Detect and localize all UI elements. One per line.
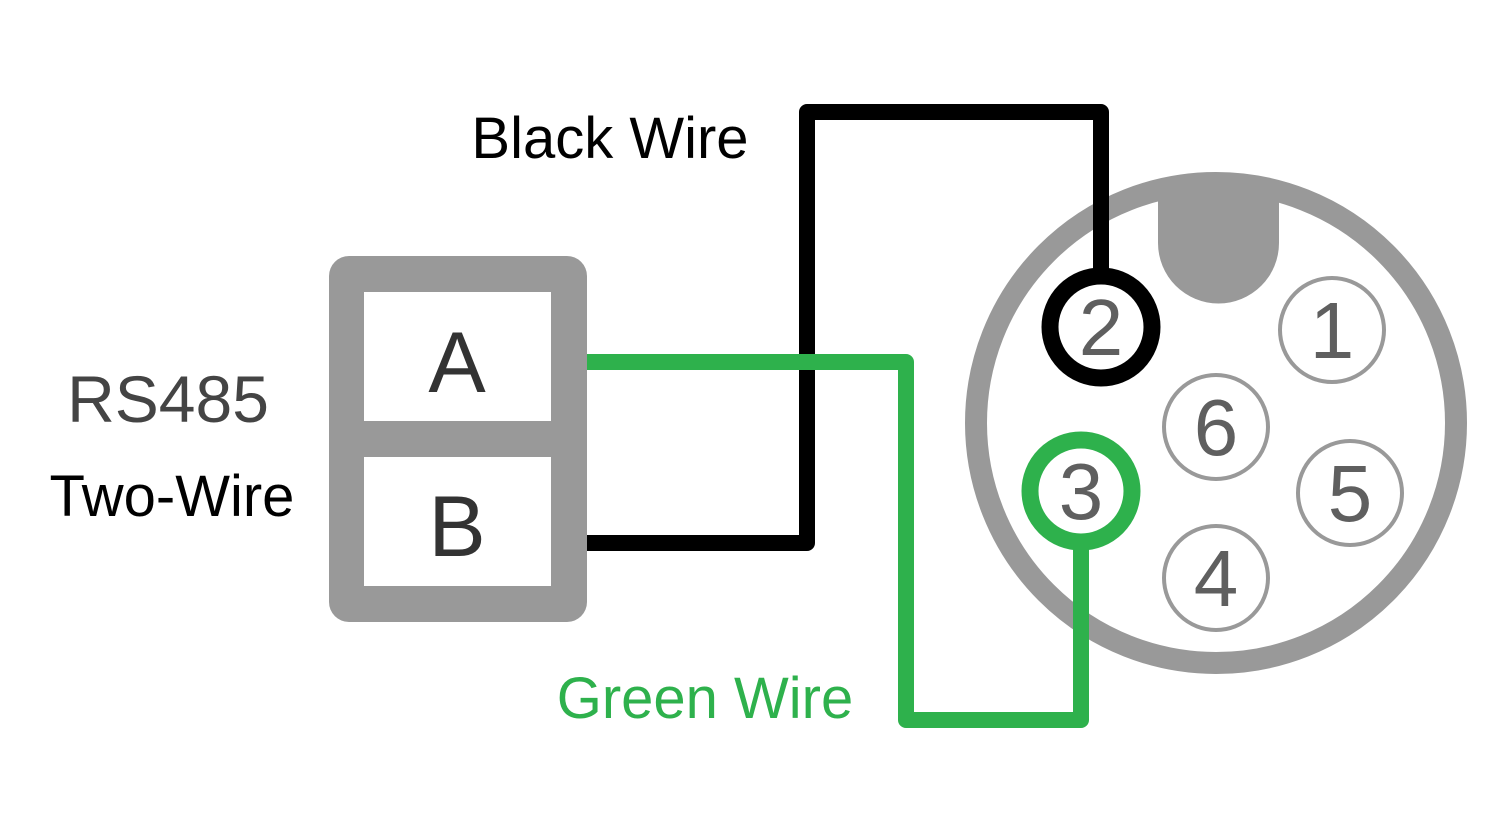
- terminal-b-label: B: [428, 479, 485, 575]
- svg-text:2: 2: [1079, 283, 1124, 372]
- pin-5: 5: [1296, 439, 1404, 547]
- svg-text:6: 6: [1194, 383, 1239, 472]
- green-wire: [587, 354, 1089, 728]
- black-wire: [587, 104, 1109, 551]
- svg-text:3: 3: [1059, 447, 1104, 536]
- svg-text:5: 5: [1328, 449, 1373, 538]
- svg-text:1: 1: [1310, 286, 1355, 375]
- black-wire-label: Black Wire: [471, 106, 748, 171]
- connector-key: [1158, 190, 1279, 304]
- pin-2: 2: [1041, 267, 1161, 387]
- pin-4: 4: [1162, 524, 1270, 632]
- terminal-b: [364, 457, 551, 586]
- rs485-title: RS485: [67, 362, 269, 436]
- pin-3: 3: [1021, 431, 1141, 551]
- pin-6: 6: [1162, 373, 1270, 481]
- rs485-terminal-block: A B: [329, 256, 587, 622]
- terminal-a-label: A: [428, 315, 486, 411]
- green-wire-label: Green Wire: [557, 666, 854, 731]
- svg-text:4: 4: [1194, 534, 1239, 623]
- rs485-subtitle: Two-Wire: [50, 464, 295, 529]
- terminal-a: [364, 292, 551, 421]
- pin-1: 1: [1278, 276, 1386, 384]
